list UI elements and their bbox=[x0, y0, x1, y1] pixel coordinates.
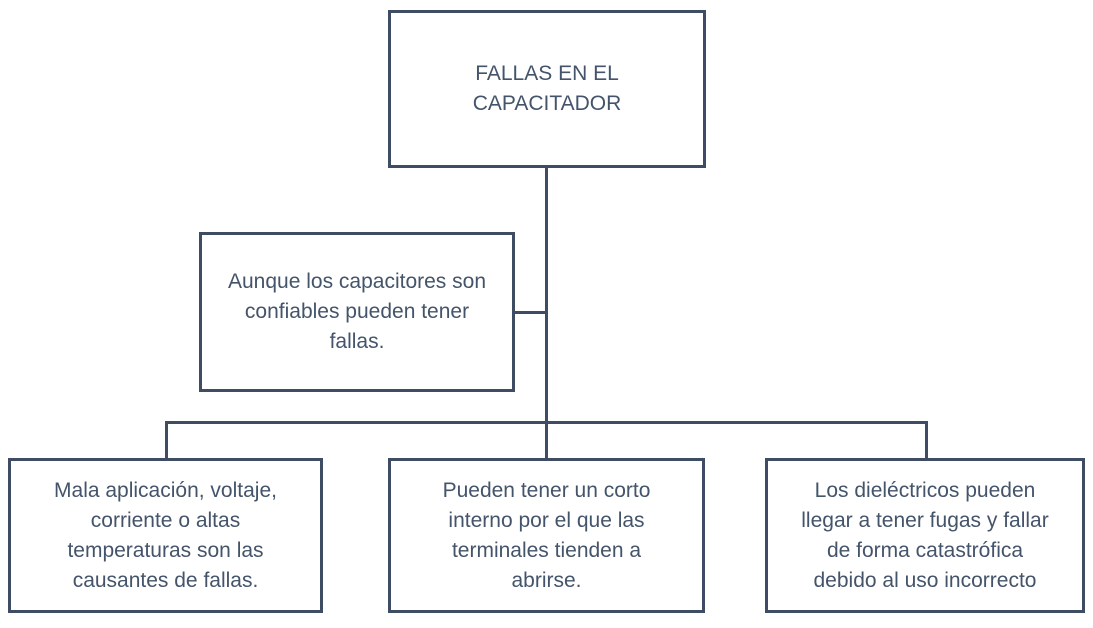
note-box-text-line: fallas. bbox=[329, 330, 385, 353]
root-box-text-line: FALLAS EN EL bbox=[475, 62, 619, 85]
left-branch-line bbox=[165, 421, 168, 458]
cause1-text-line: corriente o altas bbox=[90, 508, 241, 532]
note-connector-line bbox=[515, 311, 547, 314]
cause-box-dielectricos-fugas[interactable]: Los dieléctricos pueden llegar a tener f… bbox=[765, 458, 1085, 613]
note-box-text-line: confiables pueden tener bbox=[244, 300, 470, 323]
cause-box-corto-interno[interactable]: Pueden tener un corto interno por el que… bbox=[388, 458, 705, 613]
cause3-text-line: llegar a tener fugas y fallar bbox=[801, 508, 1049, 532]
root-box-fallas-en-el-capacitador[interactable]: FALLAS EN EL CAPACITADOR bbox=[388, 10, 706, 168]
cause3-text-line: de forma catastrófica bbox=[826, 538, 1024, 562]
cause1-text-line: Mala aplicación, voltaje, bbox=[54, 478, 277, 502]
cause2-text-line: Pueden tener un corto bbox=[442, 478, 651, 502]
cause1-text-line: causantes de fallas. bbox=[72, 568, 259, 592]
cause3-text-line: Los dieléctricos pueden bbox=[814, 478, 1036, 502]
cause3-text-line: debido al uso incorrecto bbox=[813, 568, 1037, 592]
right-branch-line bbox=[925, 421, 928, 458]
cause1-text-line: temperaturas son las bbox=[67, 538, 264, 562]
horizontal-distribution-line bbox=[165, 421, 928, 424]
root-box-text-line: CAPACITADOR bbox=[472, 92, 622, 115]
cause-box-mala-aplicacion[interactable]: Mala aplicación, voltaje, corriente o al… bbox=[8, 458, 323, 613]
cause2-text-line: terminales tienden a bbox=[451, 538, 642, 562]
cause2-text-line: abrirse. bbox=[511, 568, 582, 592]
note-box-capacitores-confiables[interactable]: Aunque los capacitores son confiables pu… bbox=[199, 232, 515, 392]
cause2-text-line: interno por el que las bbox=[448, 508, 645, 532]
note-box-text-line: Aunque los capacitores son bbox=[228, 270, 486, 293]
